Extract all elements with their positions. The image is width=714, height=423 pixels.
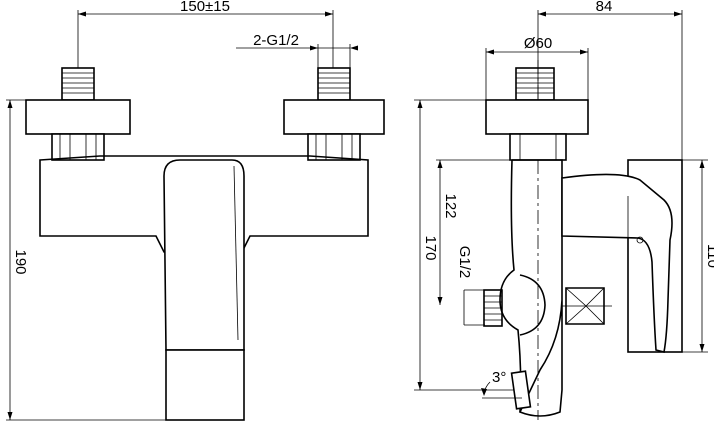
dim-150-arrow-right [325, 11, 333, 17]
dim-110-arrow-bottom [699, 344, 705, 352]
dim-d60-arrow-right [580, 49, 588, 55]
dim-122-label: 122 [442, 193, 459, 218]
dim-84-label: 84 [596, 0, 613, 15]
dim-g12-side-label: G1/2 [456, 246, 473, 279]
dim-g12-arrow-left [310, 45, 318, 51]
dim-122-arrow-bottom [437, 297, 443, 305]
dim-110-arrow-top [699, 160, 705, 168]
side-escutcheon [485, 99, 589, 135]
right-inlet [283, 67, 385, 161]
side-view: 84 Ø60 170 122 G1/2 110 [414, 0, 714, 420]
dim-d60-label: Ø60 [524, 35, 552, 52]
side-diverter-dome [519, 274, 546, 336]
dim-84-arrow-left [538, 11, 546, 17]
dim-170-arrow-top [417, 100, 423, 108]
left-escutcheon [25, 99, 131, 135]
dim-110-label: 110 [704, 244, 714, 268]
dim-190-arrow-top [7, 100, 13, 108]
front-view: 150±15 2-G1/2 190 [6, 0, 385, 421]
left-inlet [25, 67, 131, 161]
dim-d60-arrow-left [486, 49, 494, 55]
lever-pivot [636, 236, 644, 244]
dim-150-label: 150±15 [180, 0, 230, 15]
angle-label: 3° [492, 369, 506, 386]
spout-outlet [510, 370, 532, 410]
dim-g12-label: 2-G1/2 [253, 32, 299, 49]
dim-g12-arrow-right [350, 45, 358, 51]
dim-150-arrow-left [78, 11, 86, 17]
lever-edge-line [233, 165, 239, 341]
side-nut [509, 133, 567, 161]
side-body-left [499, 159, 522, 413]
right-escutcheon [283, 99, 385, 135]
dim-190-arrow-bottom [7, 412, 13, 420]
lever-handle [163, 159, 245, 351]
dim-84-arrow-right [674, 11, 682, 17]
dim-170-label: 170 [422, 235, 439, 260]
mixer-body [39, 155, 369, 253]
lever-side-profile [561, 173, 673, 353]
dim-190-label: 190 [12, 249, 29, 274]
spout [165, 349, 245, 421]
side-body-right [512, 159, 563, 417]
dim-122-arrow-top [437, 160, 443, 168]
angle-arrow [481, 388, 487, 396]
dim-170-arrow-bottom [417, 382, 423, 390]
wall-plate [627, 159, 683, 353]
